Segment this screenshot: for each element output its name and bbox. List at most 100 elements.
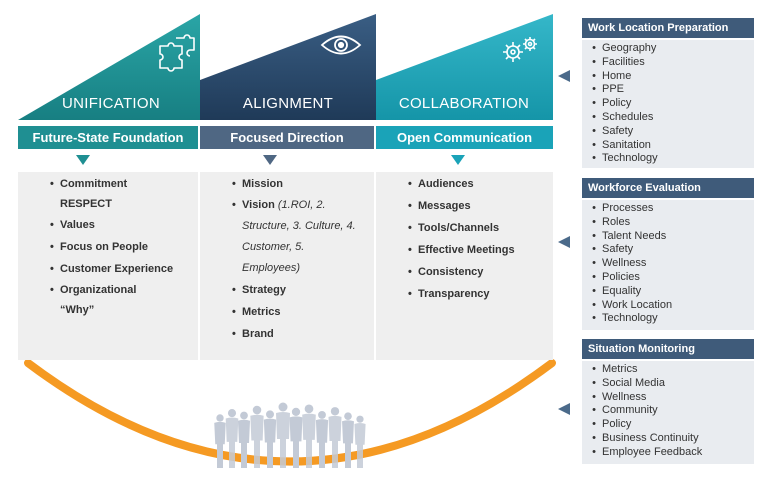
item-text: Roles [602,215,631,228]
bullet: • [592,445,596,458]
list-item: •Roles [582,216,754,230]
person-head [240,411,248,420]
person-body [342,420,354,468]
item-text: Policies [602,270,640,283]
item-text: Technology [602,152,658,165]
panel-unification: •Commitment RESPECT •Values •Focus on Pe… [18,172,198,360]
bullet: • [592,257,596,270]
person-head [356,415,364,423]
bullet: • [592,229,596,242]
sidebar-box-work-location: •Geography •Facilities •Home •PPE •Polic… [582,40,754,168]
bullet: • [232,178,236,190]
item-text: PPE [602,83,625,96]
pillar-title-alignment: ALIGNMENT [242,95,334,112]
list-item: •Processes [582,202,754,216]
list-item: •Safety [582,125,754,139]
bullet: • [232,306,236,318]
list-item: •Consistency [376,261,553,283]
bullet: • [50,178,54,190]
bullet: • [408,244,412,256]
sidebar-list-situation: •Metrics •Social Media •Wellness •Commun… [582,363,754,460]
list-item: •Commitment RESPECT [18,174,152,214]
item-text: Consistency [418,266,484,278]
item-text: Strategy [242,284,287,296]
list-item: •Sanitation [582,139,754,153]
unification-tagline-bar [18,126,198,149]
item-text: Policy [602,97,632,110]
item-text: Wellness [602,257,647,270]
bullet: • [592,243,596,256]
person-head [304,404,314,414]
list-item: •Mission [200,173,374,195]
item-text: Organizational “Why” [60,284,137,316]
collaboration-header-shape [376,14,553,120]
bullet: • [408,178,412,190]
tagline-collaboration: Open Communication [396,130,533,145]
bullet: • [592,55,596,68]
sidebar-header-situation: Situation Monitoring [582,339,754,359]
person-head [227,409,237,418]
item-text: Work Location [602,298,673,311]
sidebar-list-work-location: •Geography •Facilities •Home •PPE •Polic… [582,42,754,166]
person-body [225,417,239,468]
item-text: Safety [602,243,634,256]
item-text: Safety [602,124,634,137]
bullet: • [592,404,596,417]
person-body [250,414,264,468]
item-detail: (1.ROI, 2. Structure, 3. Culture, 4. Cus… [242,199,356,274]
list-item: • Wellness [582,391,754,405]
item-text: Equality [602,284,642,297]
bullet: • [592,363,596,375]
list-item: •Brand [200,323,374,345]
sidebar-header-workforce: Workforce Evaluation [582,178,754,198]
bullet: • [232,199,236,211]
sidebar-box-situation: •Metrics •Social Media •Wellness •Commun… [582,361,754,464]
bullet: • [408,200,412,212]
person-body [354,423,366,468]
tagline-unification: Future-State Foundation [32,130,184,145]
list-item: •Strategy [200,279,374,301]
list-item: • Employee Feedback [582,446,754,460]
sidebar-header-work-location: Work Location Preparation [582,18,754,38]
list-item: • Audiences [376,173,553,195]
bullet: • [232,328,236,340]
people-group-icon [214,402,366,468]
list-item: •Work Location [582,299,754,313]
panel-alignment: •Mission • Vision (1.ROI, 2. Structure, 3… [200,172,374,360]
item-text: Metrics [242,306,281,318]
list-item: •Talent Needs [582,230,754,244]
item-text: Geography [602,42,657,54]
list-item: •Metrics [582,363,754,377]
list-item: •Policy [582,97,754,111]
item-text: Schedules [602,110,654,123]
bullet: • [592,431,596,444]
item-text: Employee Feedback [602,445,703,458]
list-item: •Focus on People [18,236,198,258]
item-text: Vision [242,199,275,211]
pointer-arrow-situation [558,403,570,415]
list-item: •Values [18,214,198,236]
person-body [315,419,329,468]
bullet: • [592,152,596,165]
item-text: Messages [418,200,471,212]
bullet: • [592,42,596,54]
collaboration-tagline-bar [376,126,553,149]
list-item: •Technology [582,312,754,326]
list-item: • Geography [582,42,754,56]
bullet: • [592,110,596,123]
bullet: • [50,219,54,231]
list-item: •Customer Experience [18,258,198,280]
list-item: •Policies [582,271,754,285]
list-item: • Messages [376,195,553,217]
bullet: • [592,202,596,214]
item-text: Wellness [602,390,647,403]
item-text: Audiences [418,178,474,190]
pillar-title-unification: UNIFICATION [61,95,161,112]
list-item: •Facilities [582,56,754,70]
person-head [344,412,352,420]
bullet: • [592,312,596,325]
unification-down-arrow [76,155,90,165]
foundation-arc [24,359,556,466]
bullet: • [592,390,596,403]
